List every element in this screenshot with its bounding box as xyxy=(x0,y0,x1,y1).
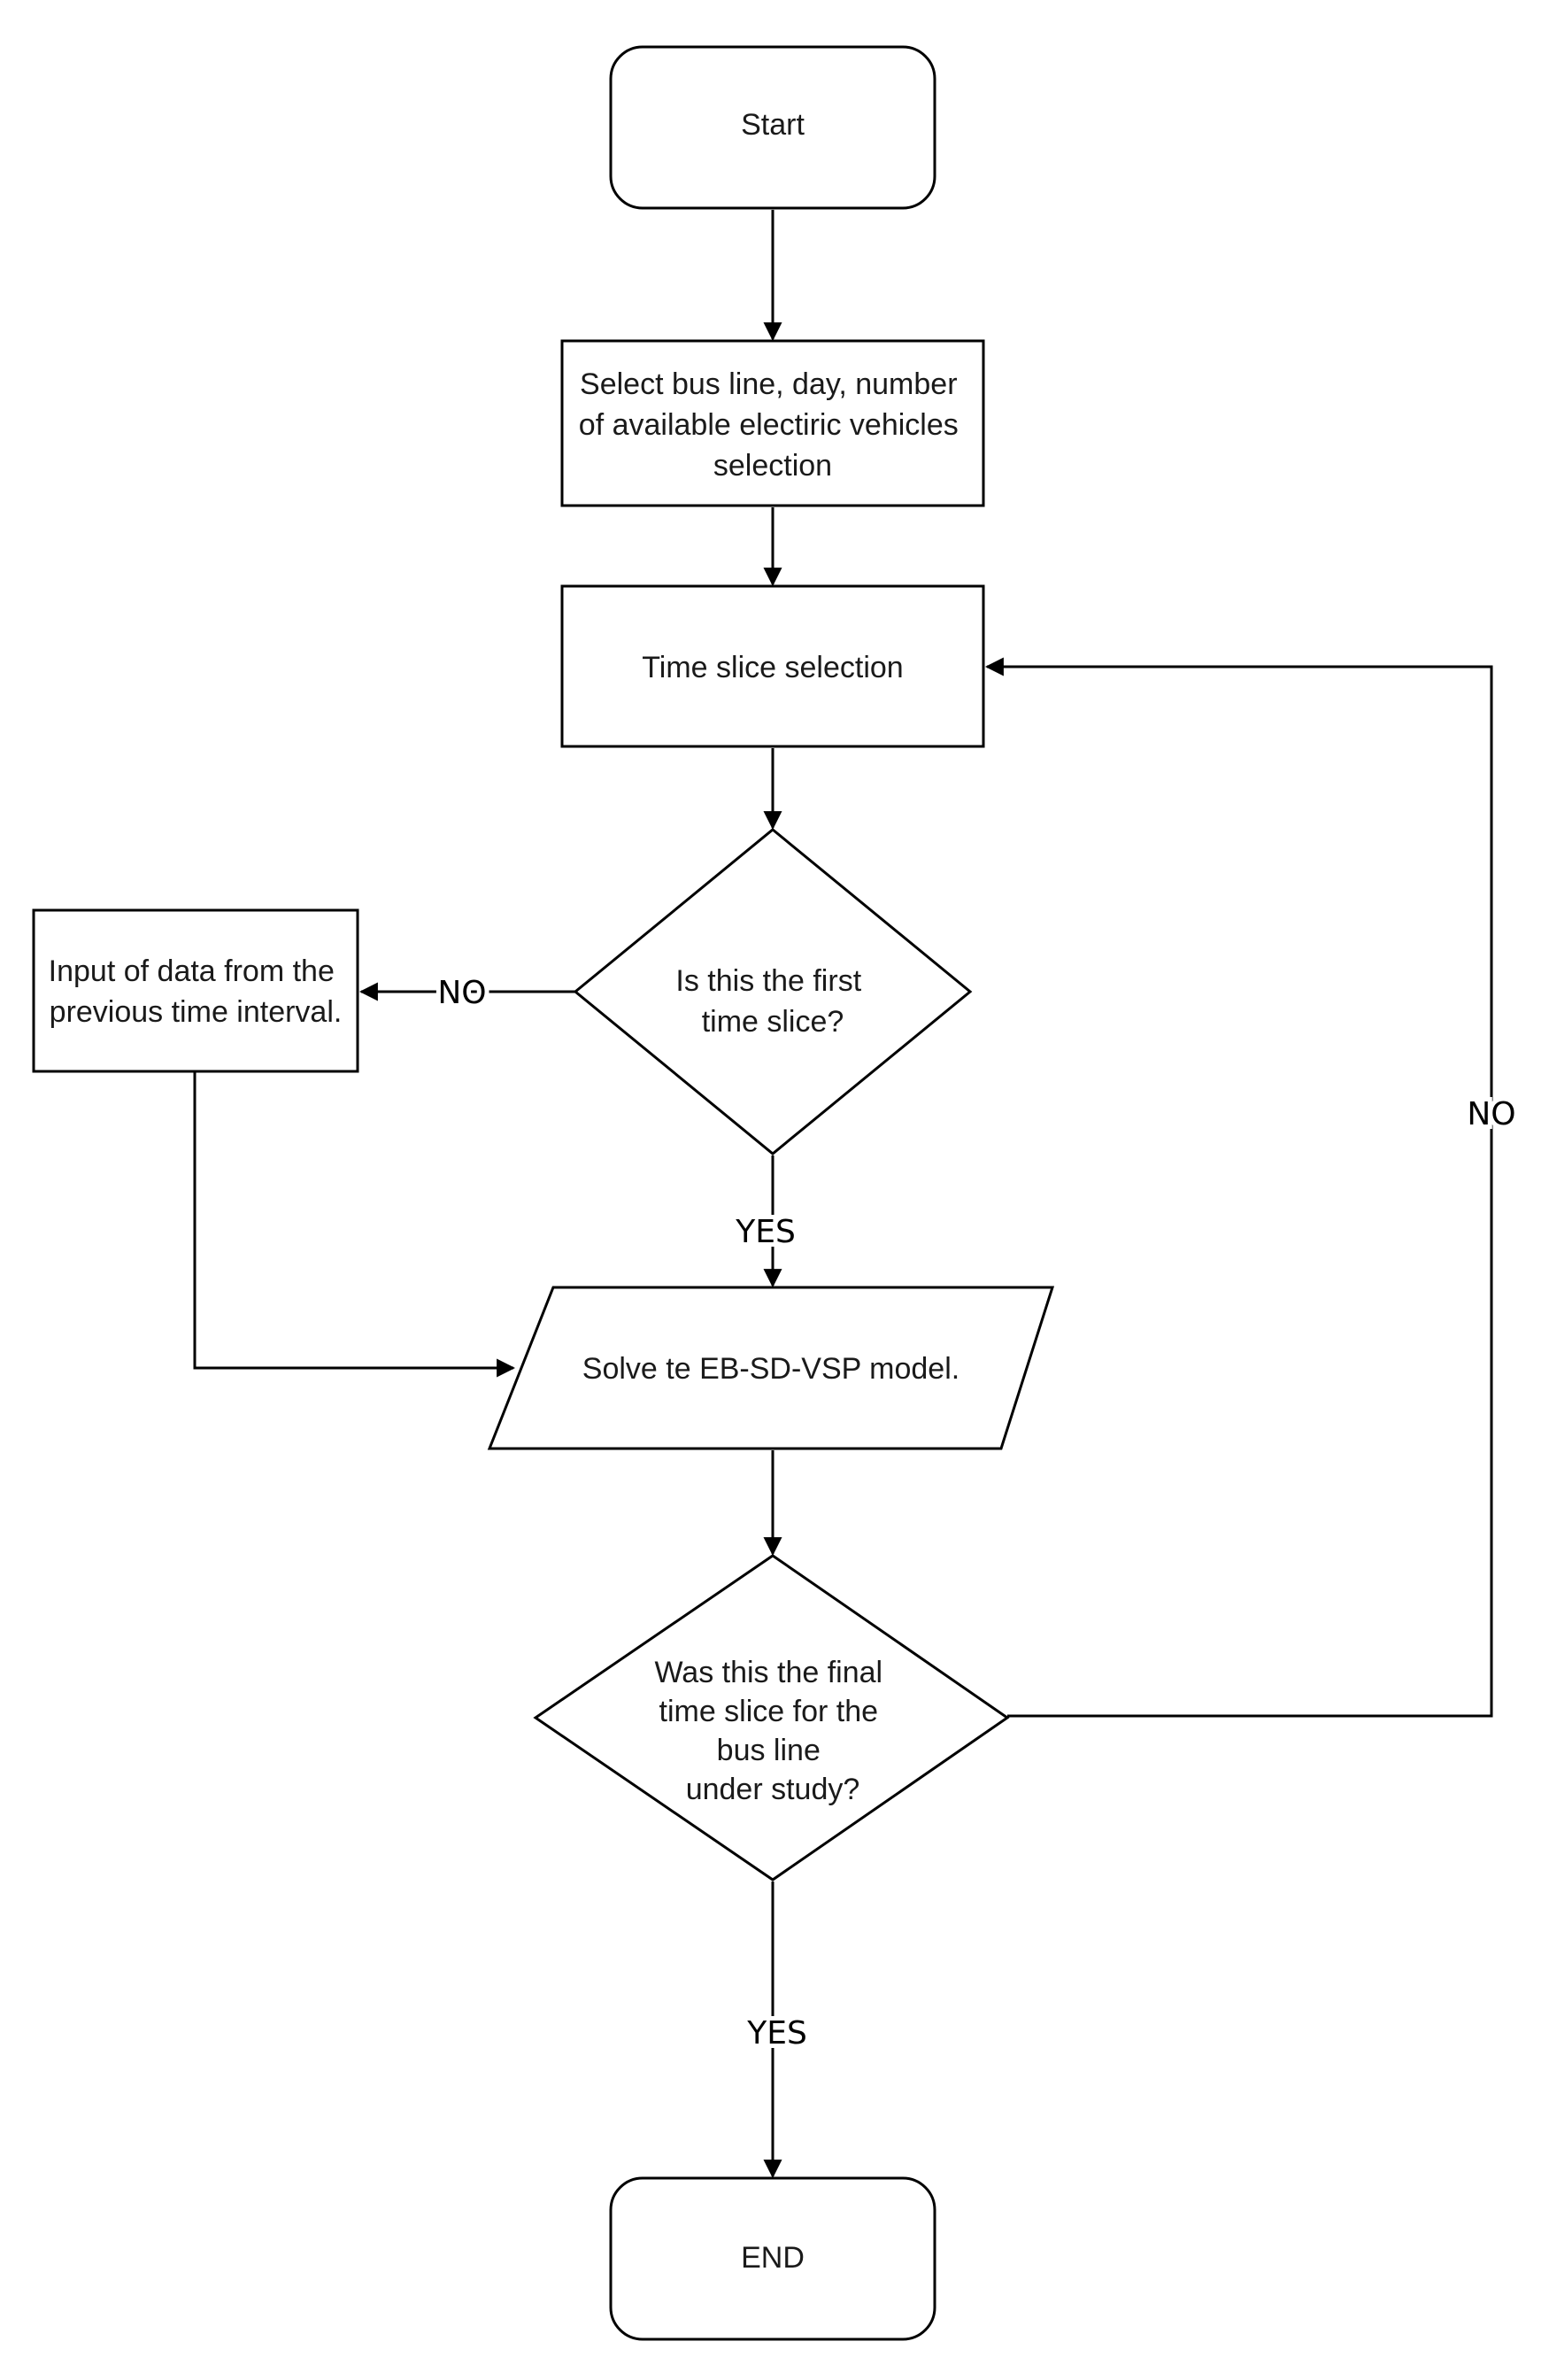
node-final-slice-line-3: bus line xyxy=(717,1734,821,1767)
node-start-label: Start xyxy=(741,108,805,142)
first-slice-decision-shape xyxy=(573,828,973,1155)
edge-label-no-first: NO xyxy=(437,975,486,1011)
node-solve-line: Solve te EB-SD-VSP model. xyxy=(582,1352,959,1386)
time-slice-process-shape xyxy=(560,584,985,748)
node-first-slice-line-2: time slice? xyxy=(702,1005,844,1039)
node-time-slice-label: Time slice selection xyxy=(642,651,903,684)
input-data-process-shape xyxy=(32,908,359,1073)
nodes: Start Select bus line, day, number of av… xyxy=(32,45,1055,2341)
node-input-data-line-1: Input of data from the xyxy=(49,954,335,988)
node-solve-label: Solve te EB-SD-VSP model. xyxy=(582,1352,959,1386)
node-solve: Solve te EB-SD-VSP model. xyxy=(487,1286,1055,1450)
edge-final-slice-to-time-slice xyxy=(984,657,1493,1718)
node-start: Start xyxy=(609,45,936,210)
node-input-data-label: Input of data from the previous time int… xyxy=(49,954,343,1029)
node-first-slice-line-1: Is this the first xyxy=(675,964,861,998)
node-final-slice-line-4: under study? xyxy=(686,1773,860,1806)
node-end-label: END xyxy=(741,2241,805,2275)
node-first-slice: Is this the first time slice? xyxy=(573,828,973,1155)
node-select: Select bus line, day, number of availabl… xyxy=(560,339,985,507)
edge-label-yes-first: YES xyxy=(735,1214,796,1250)
node-final-slice-line-2: time slice for the xyxy=(659,1695,879,1728)
edge-label-no-final: NO xyxy=(1467,1096,1515,1132)
node-final-slice: Was this the final time slice for the bu… xyxy=(533,1554,1010,1882)
select-process-shape xyxy=(560,339,985,507)
node-input-data: Input of data from the previous time int… xyxy=(32,908,359,1073)
node-input-data-line-2: previous time interval. xyxy=(50,995,343,1029)
solve-data-shape xyxy=(487,1286,1055,1450)
edge-label-yes-final: YES xyxy=(746,2015,807,2052)
node-start-line: Start xyxy=(741,108,805,142)
node-select-label: Select bus line, day, number of availabl… xyxy=(579,367,967,483)
node-time-slice: Time slice selection xyxy=(560,584,985,748)
start-terminator-shape xyxy=(609,45,936,210)
node-first-slice-label: Is this the first time slice? xyxy=(675,964,869,1039)
node-select-line-3: selection xyxy=(713,449,832,483)
node-time-slice-line: Time slice selection xyxy=(642,651,903,684)
end-terminator-shape xyxy=(609,2176,936,2341)
edge-input-data-to-solve xyxy=(193,1071,516,1378)
node-select-line-2: of available electiric vehicles xyxy=(579,408,959,442)
node-select-line-1: Select bus line, day, number xyxy=(580,367,958,401)
edges: NO YES NO YES xyxy=(193,210,1521,2179)
node-end-line: END xyxy=(741,2241,805,2275)
node-final-slice-line-1: Was this the final xyxy=(654,1656,882,1689)
node-final-slice-label: Was this the final time slice for the bu… xyxy=(654,1656,890,1806)
node-end: END xyxy=(609,2176,936,2341)
final-slice-decision-shape xyxy=(533,1554,1010,1882)
